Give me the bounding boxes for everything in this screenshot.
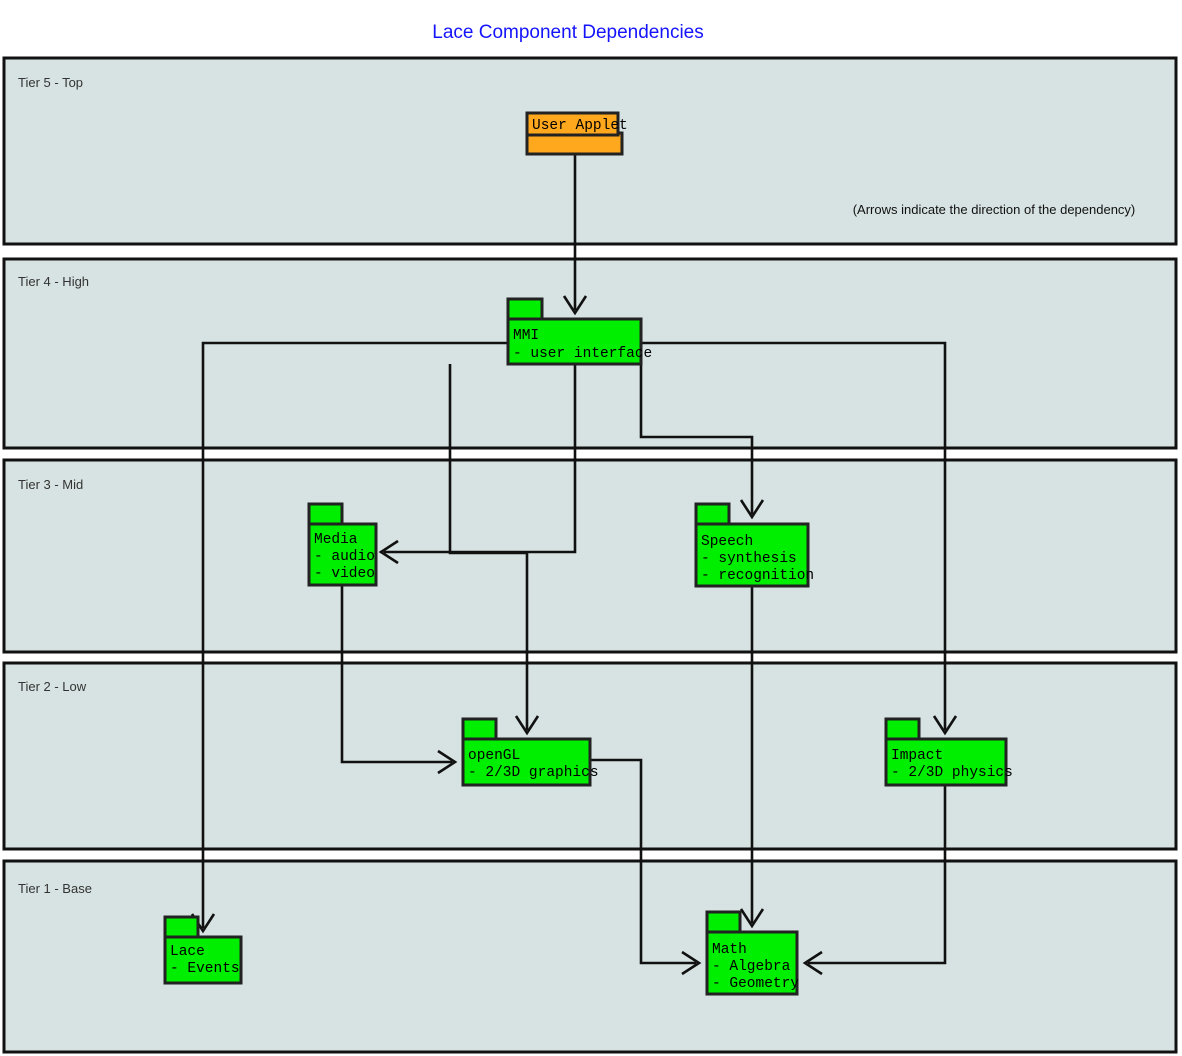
package-body-lace: [163, 935, 243, 985]
package-tab-user-applet: [525, 111, 620, 137]
arrowhead-media: [378, 539, 399, 565]
tier-label-5: Tier 5 - Top: [18, 75, 83, 90]
package-lace[interactable]: Lace - Events: [163, 915, 243, 985]
tier-label-4: Tier 4 - High: [18, 274, 89, 289]
package-item-mmi-0: - user interface: [513, 346, 652, 362]
package-name-user-applet: User Applet: [532, 118, 628, 134]
package-body-mmi: [506, 317, 643, 366]
packages: User Applet MMI - user interface Media -…: [163, 111, 1013, 996]
arrowhead-opengl-left: [437, 749, 458, 775]
package-mmi[interactable]: MMI - user interface: [506, 297, 652, 366]
edge-mmi-to-lace: [201, 341, 508, 928]
tier-4-high: Tier 4 - High: [2, 257, 1178, 450]
arrowhead-impact: [932, 715, 958, 736]
package-math[interactable]: Math - Algebra - Geometry: [705, 910, 799, 996]
package-speech[interactable]: Speech - synthesis - recognition: [694, 502, 814, 588]
package-name-mmi: MMI: [513, 328, 539, 344]
package-user-applet[interactable]: User Applet: [525, 111, 628, 156]
package-opengl[interactable]: openGL - 2/3D graphics: [461, 717, 599, 787]
package-body-impact: [884, 737, 1008, 787]
package-item-speech-0: - synthesis: [701, 551, 797, 567]
package-media[interactable]: Media - audio - video: [307, 502, 378, 587]
package-item-impact-0: - 2/3D physics: [891, 765, 1013, 781]
tier-rect-3: [2, 458, 1178, 654]
tier-3-mid: Tier 3 - Mid: [2, 458, 1178, 654]
package-item-media-1: - video: [314, 566, 375, 582]
package-body-speech: [694, 522, 810, 588]
tier-rect-4: [2, 257, 1178, 450]
edge-mmi-to-opengl: [448, 364, 529, 730]
edge-opengl-to-math: [590, 758, 696, 965]
edge-mmi-to-media: [384, 364, 577, 554]
edge-media-to-opengl: [340, 585, 452, 764]
package-item-lace-0: - Events: [170, 961, 240, 977]
arrowhead-mmi: [562, 295, 588, 316]
package-impact[interactable]: Impact - 2/3D physics: [884, 717, 1013, 787]
arrowhead-opengl-top: [514, 715, 540, 736]
package-item-math-1: - Geometry: [712, 976, 799, 992]
package-name-lace: Lace: [170, 944, 205, 960]
package-name-speech: Speech: [701, 534, 753, 550]
package-item-media-0: - audio: [314, 549, 375, 565]
package-name-impact: Impact: [891, 748, 943, 764]
tier-label-2: Tier 2 - Low: [18, 679, 87, 694]
package-body-opengl: [461, 737, 592, 787]
package-item-math-0: - Algebra: [712, 959, 791, 975]
arrowhead-speech: [739, 499, 765, 520]
arrowhead-math-top: [739, 908, 765, 929]
package-item-speech-1: - recognition: [701, 568, 814, 584]
package-body-media: [307, 522, 378, 587]
arrowhead-math-left: [681, 950, 702, 976]
tier-label-3: Tier 3 - Mid: [18, 477, 83, 492]
edge-mmi-to-speech: [639, 364, 754, 514]
dependency-edges: [190, 155, 958, 976]
package-item-opengl-0: - 2/3D graphics: [468, 765, 599, 781]
package-name-media: Media: [314, 532, 358, 548]
package-name-math: Math: [712, 942, 747, 958]
arrowhead-math-right: [802, 950, 823, 976]
tier-label-1: Tier 1 - Base: [18, 881, 92, 896]
package-body-math: [705, 930, 799, 996]
arrow-direction-note: (Arrows indicate the direction of the de…: [853, 202, 1136, 217]
edge-mmi-to-impact: [641, 341, 947, 730]
page-title: Lace Component Dependencies: [432, 22, 703, 43]
package-name-opengl: openGL: [468, 748, 520, 764]
edge-impact-to-math: [808, 785, 947, 965]
